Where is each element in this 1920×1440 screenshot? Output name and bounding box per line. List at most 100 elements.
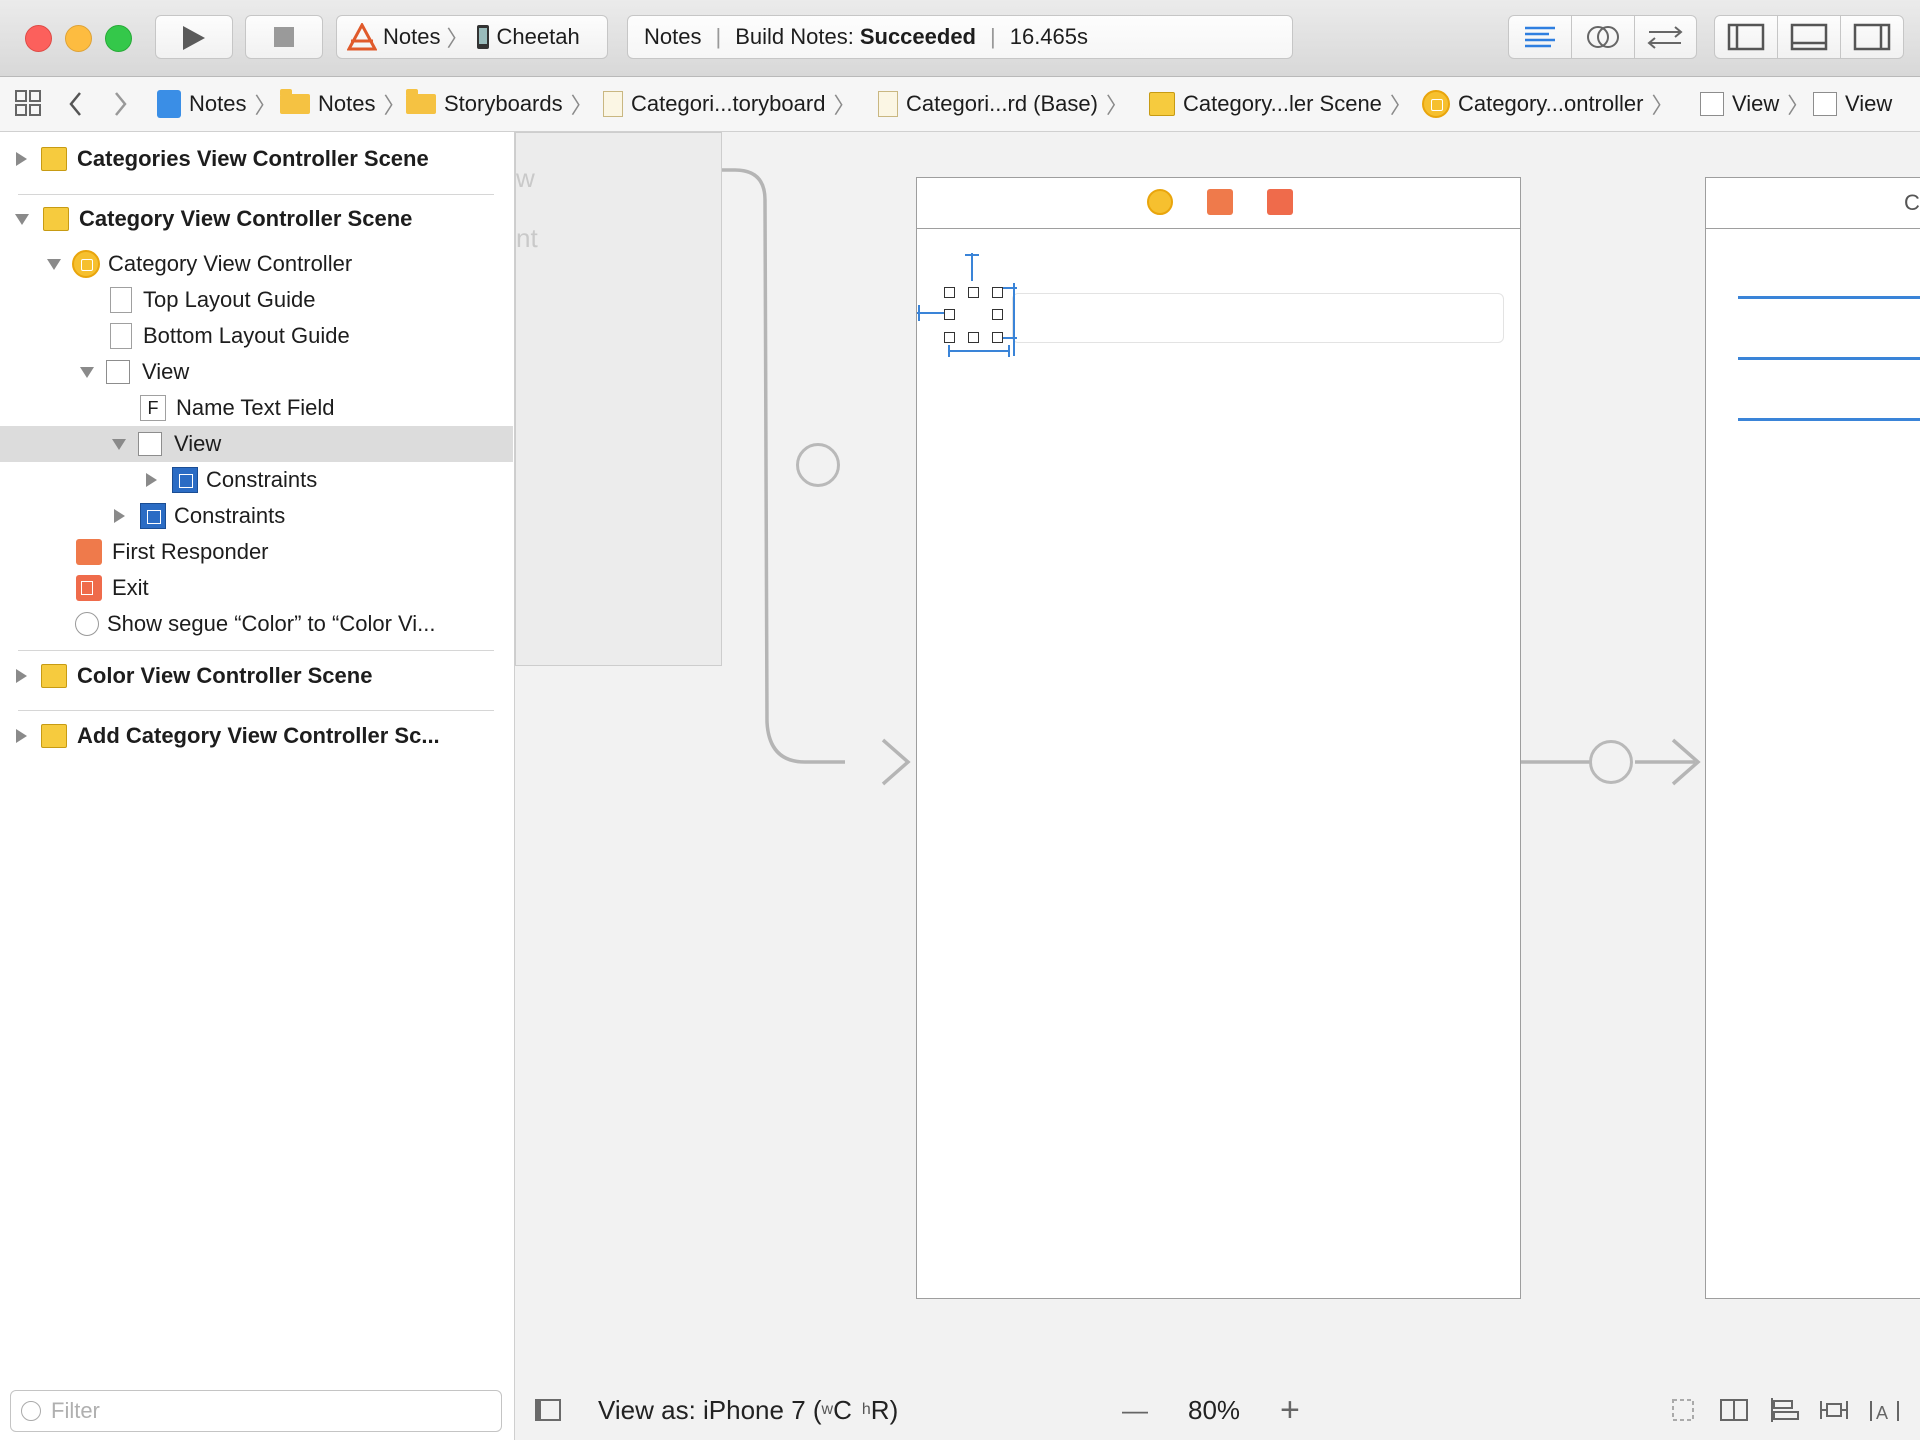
outline-item-view[interactable]: View — [0, 354, 513, 390]
view-as-device-button[interactable]: View as: iPhone 7 ( w C h R) — [598, 1380, 898, 1440]
run-button[interactable] — [155, 15, 233, 59]
outline-scene-category[interactable]: Category View Controller Scene — [0, 201, 513, 237]
disclosure-collapsed-icon[interactable] — [16, 152, 27, 166]
resize-handle[interactable] — [992, 332, 1003, 343]
related-items-button[interactable] — [14, 77, 44, 131]
assistant-editor-button[interactable] — [1572, 16, 1635, 58]
outline-scene-categories[interactable]: Categories View Controller Scene — [0, 141, 513, 177]
breadcrumb-group-notes[interactable]: Notes 〉 — [280, 77, 406, 131]
disclosure-collapsed-icon[interactable] — [114, 509, 125, 523]
chevron-right-icon: 〉 — [570, 93, 593, 118]
breadcrumb-group-storyboards[interactable]: Storyboards 〉 — [406, 77, 593, 131]
table-cell-separator — [1738, 357, 1920, 360]
table-cell-separator — [1738, 296, 1920, 299]
outline-item-top-layout-guide[interactable]: Top Layout Guide — [0, 282, 513, 318]
outline-item-category-vc[interactable]: Category View Controller — [0, 246, 513, 282]
outline-label: View — [174, 431, 222, 456]
resize-handle[interactable] — [944, 287, 955, 298]
view-toggle-control — [1714, 15, 1904, 59]
stop-button[interactable] — [245, 15, 323, 59]
breadcrumb-project[interactable]: Notes 〉 — [157, 77, 277, 131]
disclosure-collapsed-icon[interactable] — [16, 729, 27, 743]
show-segue-icon[interactable] — [796, 443, 840, 487]
breadcrumb-label: Notes — [189, 91, 247, 116]
resize-handle[interactable] — [992, 309, 1003, 320]
breadcrumb-storyboard-file[interactable]: Categori...toryboard 〉 — [603, 77, 855, 131]
disclosure-expanded-icon[interactable] — [80, 366, 94, 378]
breadcrumb-view-controller[interactable]: Category...ontroller 〉 — [1422, 77, 1673, 131]
chevron-right-icon: 〉 — [1389, 93, 1412, 118]
standard-editor-button[interactable] — [1509, 16, 1572, 58]
toggle-outline-button[interactable] — [535, 1380, 561, 1440]
breadcrumb-view[interactable]: View 〉 — [1700, 77, 1809, 131]
chevron-right-icon — [115, 92, 127, 116]
update-frames-icon — [1672, 1399, 1694, 1421]
outline-item-name-text-field[interactable]: F Name Text Field — [0, 390, 513, 426]
exit-icon[interactable] — [1267, 189, 1293, 215]
disclosure-expanded-icon[interactable] — [112, 438, 126, 450]
window-toolbar: Notes 〉 Cheetah Notes | Build Notes: Suc… — [0, 0, 1920, 77]
activity-separator: | — [715, 24, 722, 49]
pin-button[interactable] — [1818, 1380, 1850, 1440]
stack-view-icon — [1720, 1399, 1748, 1421]
toggle-debug-area-button[interactable] — [1778, 16, 1841, 58]
name-text-field[interactable] — [1012, 293, 1504, 343]
show-segue-icon[interactable] — [1589, 740, 1633, 784]
breadcrumb-scene[interactable]: Category...ler Scene 〉 — [1149, 77, 1412, 131]
disclosure-expanded-icon[interactable] — [15, 213, 29, 225]
view-controller-icon[interactable] — [1147, 189, 1173, 215]
constraints-icon — [172, 467, 198, 493]
zoom-window-button[interactable] — [105, 25, 132, 52]
resize-handle[interactable] — [968, 332, 979, 343]
outline-divider — [18, 710, 494, 711]
resize-handle[interactable] — [968, 287, 979, 298]
outline-item-first-responder[interactable]: First Responder — [0, 534, 513, 570]
category-view-controller-scene[interactable] — [916, 177, 1521, 1299]
outline-filter-field[interactable]: Filter — [10, 1390, 502, 1432]
minimize-window-button[interactable] — [65, 25, 92, 52]
chevron-right-icon: 〉 — [383, 93, 406, 118]
toggle-navigator-button[interactable] — [1715, 16, 1778, 58]
storyboard-canvas[interactable]: w nt — [515, 132, 1920, 1380]
layout-guide-icon — [110, 323, 132, 349]
resize-handle[interactable] — [992, 287, 1003, 298]
breadcrumb-storyboard-base[interactable]: Categori...rd (Base) 〉 — [878, 77, 1128, 131]
scheme-selector[interactable]: Notes 〉 Cheetah — [336, 15, 608, 59]
svg-text:A: A — [1876, 1403, 1888, 1423]
outline-scene-add-category[interactable]: Add Category View Controller Sc... — [0, 718, 513, 754]
outline-item-exit[interactable]: Exit — [0, 570, 513, 606]
zoom-out-button[interactable]: — — [1122, 1380, 1148, 1440]
constraint-indicators — [917, 253, 1017, 357]
outline-item-subview[interactable]: View — [0, 426, 513, 462]
back-button[interactable] — [66, 77, 86, 131]
debug-area-icon — [1790, 23, 1828, 51]
outline-item-segue[interactable]: Show segue “Color” to “Color Vi... — [0, 606, 513, 642]
disclosure-collapsed-icon[interactable] — [146, 473, 157, 487]
disclosure-collapsed-icon[interactable] — [16, 669, 27, 683]
outline-scene-color[interactable]: Color View Controller Scene — [0, 658, 513, 694]
align-button[interactable] — [1768, 1380, 1800, 1440]
disclosure-expanded-icon[interactable] — [47, 258, 61, 270]
resize-handle[interactable] — [944, 332, 955, 343]
forward-button[interactable] — [110, 77, 130, 131]
close-window-button[interactable] — [25, 25, 52, 52]
version-editor-button[interactable] — [1635, 16, 1697, 58]
embed-in-stack-button[interactable] — [1718, 1380, 1750, 1440]
toggle-utilities-button[interactable] — [1841, 16, 1903, 58]
canvas-bottom-bar: View as: iPhone 7 ( w C h R) — 80% + A — [515, 1380, 1920, 1440]
color-view-controller-scene[interactable]: Co — [1705, 177, 1920, 1299]
breadcrumb-label: Storyboards — [444, 91, 563, 116]
outline-item-view-constraints[interactable]: Constraints — [0, 498, 513, 534]
outline-item-bottom-layout-guide[interactable]: Bottom Layout Guide — [0, 318, 513, 354]
categories-scene-fragment[interactable]: w nt — [515, 132, 722, 666]
resolve-issues-button[interactable]: A — [1868, 1380, 1902, 1440]
first-responder-icon[interactable] — [1207, 189, 1233, 215]
zoom-in-button[interactable]: + — [1280, 1380, 1300, 1440]
outline-item-subview-constraints[interactable]: Constraints — [0, 462, 513, 498]
outline-label: Color View Controller Scene — [77, 663, 373, 688]
breadcrumb-subview[interactable]: View — [1813, 77, 1892, 131]
outline-label: Name Text Field — [176, 395, 335, 420]
resize-handle[interactable] — [944, 309, 955, 320]
update-frames-button[interactable] — [1668, 1380, 1698, 1440]
scene-subtitle-fragment: nt — [516, 223, 538, 253]
